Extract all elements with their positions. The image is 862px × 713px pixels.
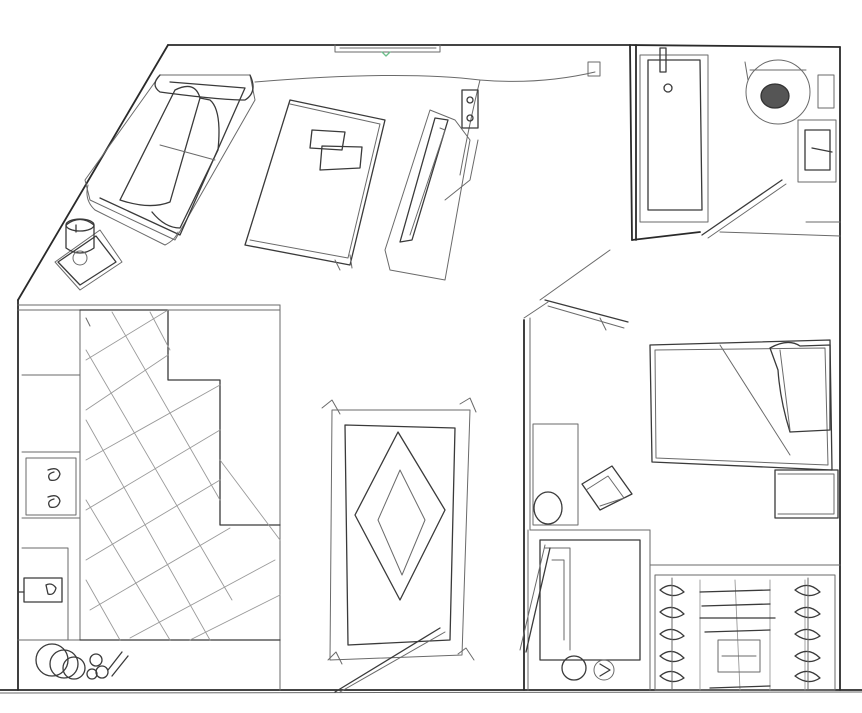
stove-icon — [25, 457, 77, 516]
dishes-icon — [35, 643, 129, 680]
kitchen-counter — [17, 309, 281, 641]
interior-walls — [17, 44, 841, 691]
bathroom-door — [701, 179, 787, 239]
toilet-icon — [744, 59, 811, 125]
hallway-rug — [321, 397, 477, 665]
outer-walls — [0, 44, 862, 694]
window-top — [334, 44, 441, 57]
tv-cable — [254, 61, 601, 176]
side-table — [54, 218, 123, 291]
kitchen-floor-tiles — [85, 309, 281, 641]
coffee-table — [244, 99, 386, 271]
bedroom-door-lower — [519, 544, 551, 653]
desk-and-chair — [532, 423, 633, 526]
sink-icon — [17, 577, 63, 603]
bathroom-sink — [797, 74, 837, 183]
floor-lamps — [561, 655, 615, 681]
hanging-clothes — [659, 577, 821, 691]
bed — [649, 339, 833, 471]
bathtub — [639, 47, 709, 223]
sofa — [84, 74, 256, 246]
bedroom-door — [544, 299, 629, 331]
dresser — [539, 539, 641, 661]
wardrobe — [654, 574, 836, 691]
entry-door — [334, 627, 446, 693]
tv-stand — [384, 109, 479, 281]
bench — [774, 469, 839, 519]
